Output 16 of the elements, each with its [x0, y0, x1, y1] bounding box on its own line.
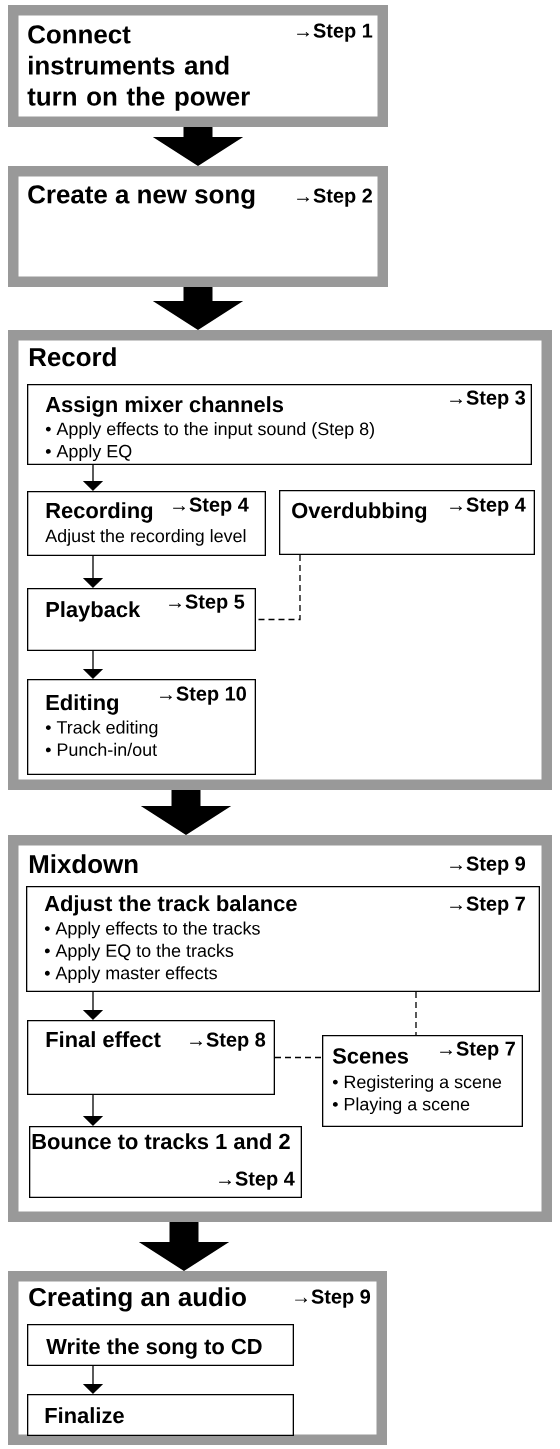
dashed-line [415, 991, 417, 1036]
step-box: Editing →Step 10 • Track editing • Punch-in/out [27, 679, 256, 775]
step-box: Assign mixer channels →Step 3 • Apply effects to the input sound (Step 8) • Apply EQ [27, 384, 532, 465]
dashed-line [255, 554, 301, 621]
dashed-line [274, 1056, 323, 1059]
step-box: Overdubbing →Step 4 [279, 490, 535, 555]
step-box: Final effect →Step 8 [27, 1020, 275, 1095]
step-box: Bounce to tracks 1 and 2 →Step 4 [29, 1126, 302, 1198]
step-box: Adjust the track balance →Step 7 • Apply effects to the tracks • Apply EQ to the tracks • Apply master effects [26, 886, 540, 992]
step-box: Recording →Step 4 Adjust the recording level [27, 491, 266, 556]
step-box: Playback →Step 5 [27, 588, 256, 651]
step-box: Scenes →Step 7 • Registering a scene • Playing a scene [322, 1035, 523, 1127]
stage-panel: Create a new song →Step 2 [8, 166, 388, 287]
stage-panel: Connect instruments and turn on the power →Step 1 [8, 5, 388, 127]
step-box: Finalize [27, 1394, 294, 1436]
step-box: Write the song to CD [27, 1324, 294, 1366]
